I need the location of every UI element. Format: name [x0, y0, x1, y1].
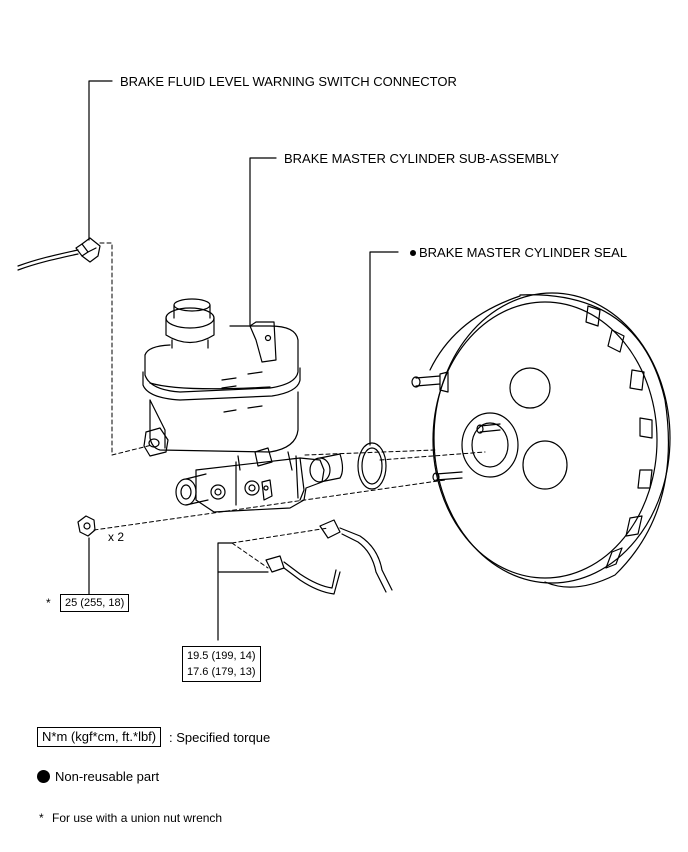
cylinder-seal: [357, 442, 387, 490]
master-cylinder-subassembly-label: BRAKE MASTER CYLINDER SUB-ASSEMBLY: [284, 151, 559, 166]
master-cylinder-seal-label: BRAKE MASTER CYLINDER SEAL: [419, 245, 628, 260]
brake-line-torque-2: 17.6 (179, 13): [187, 666, 256, 678]
legend-torque-description: : Specified torque: [169, 730, 271, 745]
assembly-guide-lines: [93, 242, 486, 569]
nut-quantity-label: x 2: [108, 530, 125, 544]
warning-switch-connector: [17, 237, 101, 271]
footnote-marker: *: [39, 811, 44, 825]
union-nut-wrench-marker: *: [46, 596, 51, 610]
brake-line-torque-box: 19.5 (199, 14) 17.6 (179, 13): [182, 646, 261, 682]
footnote-text: For use with a union nut wrench: [52, 811, 223, 825]
nut-torque-value: 25 (255, 18): [65, 597, 125, 609]
mounting-nut: [77, 515, 96, 537]
nonreusable-part-icon: [37, 770, 50, 783]
nut-torque-box: 25 (255, 18): [60, 594, 130, 612]
brake-line-torque-1: 19.5 (199, 14): [187, 650, 256, 662]
legend-torque-box: N*m (kgf*cm, ft.*lbf): [37, 727, 162, 747]
legend-nonreusable-description: Non-reusable part: [55, 769, 160, 784]
nonreusable-marker-icon: [410, 250, 416, 256]
leader-lines: [88, 80, 399, 641]
legend-torque-units: N*m (kgf*cm, ft.*lbf): [42, 729, 157, 744]
brake-booster: [411, 292, 671, 588]
warning-switch-connector-label: BRAKE FLUID LEVEL WARNING SWITCH CONNECT…: [120, 74, 457, 89]
cylinder-body: [175, 447, 344, 513]
brake-lines: [265, 519, 393, 595]
reservoir: [142, 298, 301, 457]
